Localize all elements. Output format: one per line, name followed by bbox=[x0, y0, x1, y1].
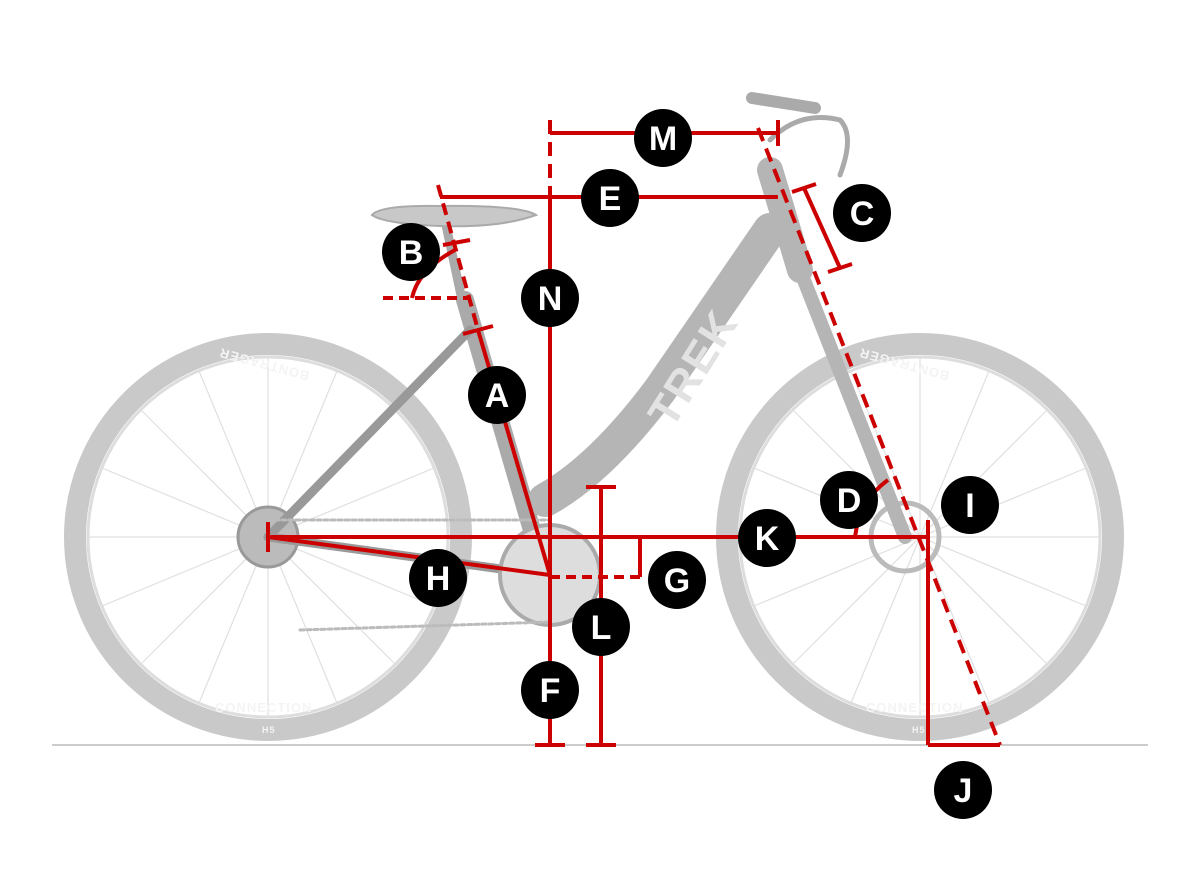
svg-text:A: A bbox=[485, 377, 510, 415]
svg-text:M: M bbox=[649, 120, 677, 158]
front-tire-text: CONNECTION bbox=[866, 700, 963, 715]
label-a: A bbox=[468, 366, 526, 424]
measurement-labels: M E C B N A D I K H G L F J bbox=[382, 109, 999, 819]
svg-text:G: G bbox=[664, 562, 690, 600]
svg-text:C: C bbox=[850, 195, 875, 233]
svg-text:D: D bbox=[837, 482, 862, 520]
label-d: D bbox=[820, 471, 878, 529]
label-j: J bbox=[934, 761, 992, 819]
rear-tire-text: CONNECTION bbox=[215, 700, 312, 715]
label-i: I bbox=[941, 476, 999, 534]
label-m: M bbox=[634, 109, 692, 167]
svg-text:E: E bbox=[599, 180, 622, 218]
label-e: E bbox=[581, 169, 639, 227]
label-b: B bbox=[382, 223, 440, 281]
steering-axis bbox=[756, 127, 1002, 746]
svg-text:H: H bbox=[426, 560, 451, 598]
a-line-dash bbox=[436, 184, 480, 331]
svg-text:J: J bbox=[954, 772, 973, 810]
tire-size-text-front: H5 bbox=[912, 725, 926, 735]
svg-text:F: F bbox=[540, 672, 561, 710]
h-line bbox=[267, 535, 551, 577]
tire-size-text: H5 bbox=[262, 725, 276, 735]
label-n: N bbox=[521, 269, 579, 327]
label-c: C bbox=[833, 184, 891, 242]
svg-text:N: N bbox=[538, 280, 563, 318]
label-g: G bbox=[648, 551, 706, 609]
svg-text:L: L bbox=[591, 609, 612, 647]
label-l: L bbox=[572, 598, 630, 656]
label-f: F bbox=[521, 661, 579, 719]
c-line bbox=[802, 187, 842, 269]
label-h: H bbox=[409, 549, 467, 607]
svg-text:K: K bbox=[755, 520, 780, 558]
svg-text:B: B bbox=[399, 234, 424, 272]
label-k: K bbox=[738, 509, 796, 567]
frame bbox=[263, 92, 912, 632]
svg-text:I: I bbox=[965, 487, 974, 525]
